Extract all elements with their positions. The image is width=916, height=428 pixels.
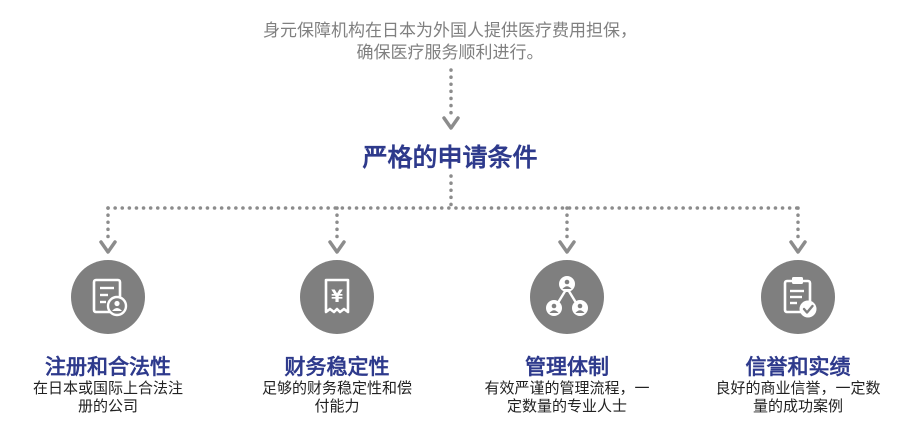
arrowhead-4 (789, 240, 807, 254)
item-title-management: 管理体制 (525, 355, 609, 379)
clipboard-check-icon (761, 260, 835, 334)
item-title-finance: 财务稳定性 (284, 355, 390, 379)
intro-text: 身元保障机构在日本为外国人提供医疗费用担保， 确保医疗服务顺利进行。 (180, 20, 720, 64)
svg-text:¥: ¥ (331, 287, 343, 307)
item-desc-reputation: 良好的商业信誉，一定数 量的成功案例 (715, 379, 881, 415)
yen-receipt-icon: ¥ (300, 260, 374, 334)
item-desc-registration: 在日本或国际上合法注 册的公司 (32, 379, 183, 415)
intro-line-2: 确保医疗服务顺利进行。 (356, 43, 544, 63)
team-structure-icon (530, 260, 604, 334)
arrowhead-title (442, 116, 460, 130)
arrowhead-3 (558, 240, 576, 254)
arrowhead-2 (328, 240, 346, 254)
item-title-registration: 注册和合法性 (45, 355, 171, 379)
item-title-reputation: 信誉和实绩 (745, 355, 851, 379)
arrowhead-1 (99, 240, 117, 254)
main-title: 严格的申请条件 (362, 143, 538, 172)
item-desc-finance: 足够的财务稳定性和偿 付能力 (261, 379, 412, 415)
intro-line-1: 身元保障机构在日本为外国人提供医疗费用担保， (263, 21, 637, 41)
item-desc-management: 有效严谨的管理流程，一 定数量的专业人士 (484, 379, 650, 415)
document-user-icon (71, 260, 145, 334)
